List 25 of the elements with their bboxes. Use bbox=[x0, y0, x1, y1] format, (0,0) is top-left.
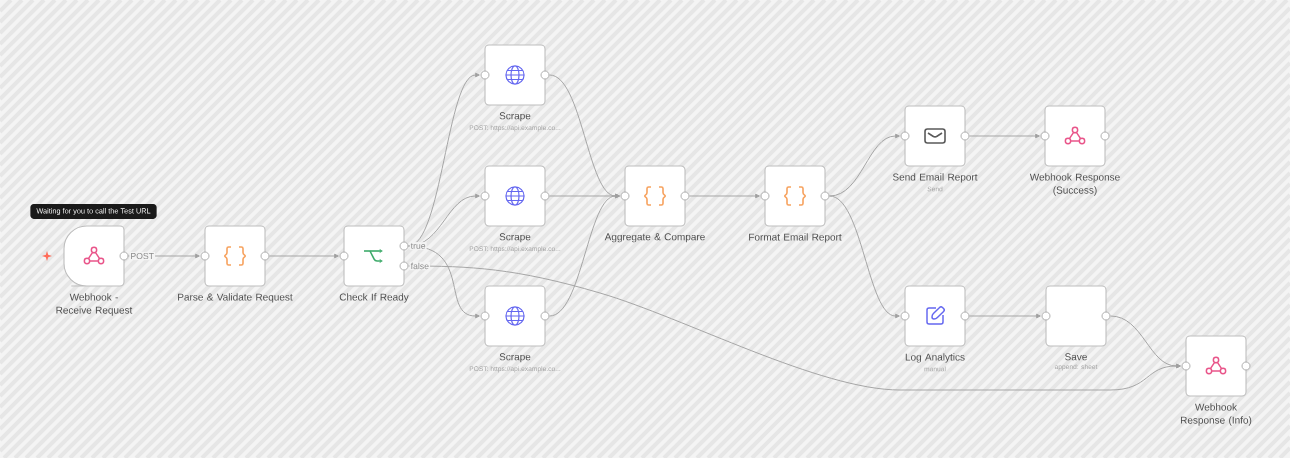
connector-arrow bbox=[269, 253, 339, 259]
node-label: Aggregate & Compare bbox=[604, 233, 705, 243]
connector-arrow bbox=[829, 195, 900, 319]
connector-arrow bbox=[549, 193, 620, 317]
node-label: Parse & Validate Request bbox=[178, 293, 293, 303]
node-label: Webhook Response (Success) bbox=[1029, 173, 1120, 196]
node-label: Save bbox=[1065, 353, 1087, 361]
connector-arrow bbox=[689, 193, 760, 199]
node-label: Check If Ready bbox=[339, 293, 409, 303]
node-label: Scrape bbox=[499, 112, 531, 122]
edge-label: POST bbox=[129, 251, 156, 261]
node-label: Scrape bbox=[499, 353, 531, 363]
node-label: Log Analytics bbox=[905, 353, 965, 363]
edge-label: false bbox=[409, 261, 431, 271]
connector-arrow bbox=[829, 133, 900, 197]
node-label: Webhook - Receive Request bbox=[56, 293, 133, 316]
edge-label: true bbox=[409, 242, 427, 250]
node-label: Send Email Report bbox=[892, 173, 978, 183]
node-label: Format Email Report bbox=[749, 233, 842, 243]
node-label: Webhook Response (Info) bbox=[1180, 403, 1252, 426]
node-label: Scrape bbox=[499, 233, 531, 243]
connector-arrow bbox=[969, 133, 1040, 139]
connector-arrow bbox=[1110, 315, 1181, 369]
connector-arrow bbox=[969, 313, 1041, 319]
connector-arrow bbox=[408, 245, 480, 319]
